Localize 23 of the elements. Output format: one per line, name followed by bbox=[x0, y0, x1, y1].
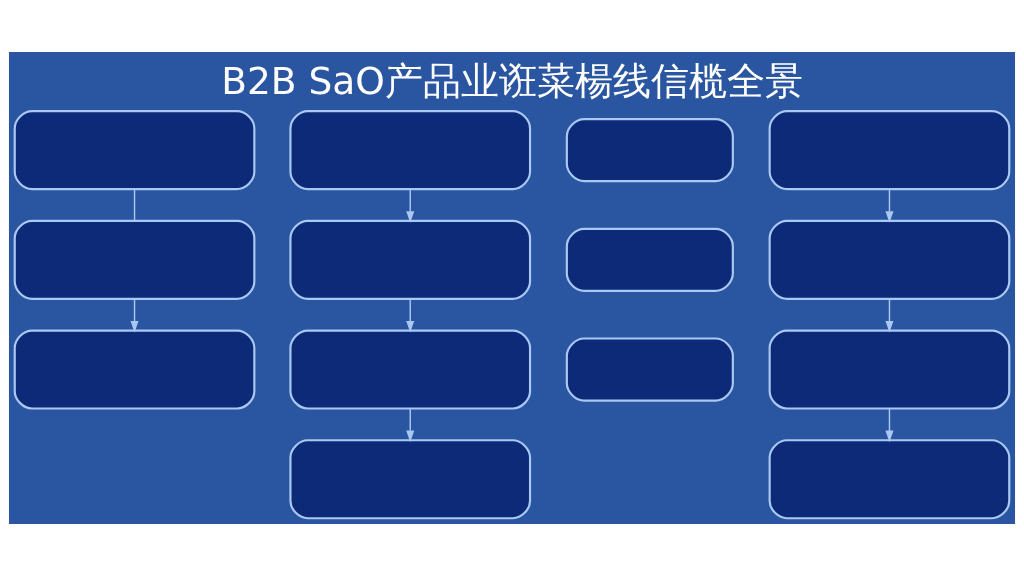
diagram-title: B2B SaO产品业诳菜楊线信榄全景 bbox=[221, 58, 803, 103]
arrow bbox=[885, 188, 894, 223]
node-box bbox=[768, 110, 1011, 191]
node-box bbox=[565, 337, 734, 402]
node-box bbox=[768, 439, 1011, 520]
node-box bbox=[289, 110, 532, 191]
node-box bbox=[565, 118, 734, 183]
node-box bbox=[289, 329, 532, 410]
node-box bbox=[13, 329, 256, 410]
node-box bbox=[768, 329, 1011, 410]
arrow bbox=[406, 408, 415, 443]
node-box bbox=[13, 219, 256, 300]
node-box bbox=[289, 439, 532, 520]
arrow bbox=[885, 298, 894, 333]
node-box bbox=[768, 219, 1011, 300]
arrow bbox=[406, 298, 415, 333]
node-box bbox=[289, 219, 532, 300]
arrow bbox=[885, 408, 894, 443]
arrow bbox=[130, 298, 139, 333]
node-box bbox=[13, 110, 256, 191]
connector bbox=[133, 188, 136, 222]
node-box bbox=[565, 227, 734, 292]
arrow bbox=[406, 188, 415, 223]
